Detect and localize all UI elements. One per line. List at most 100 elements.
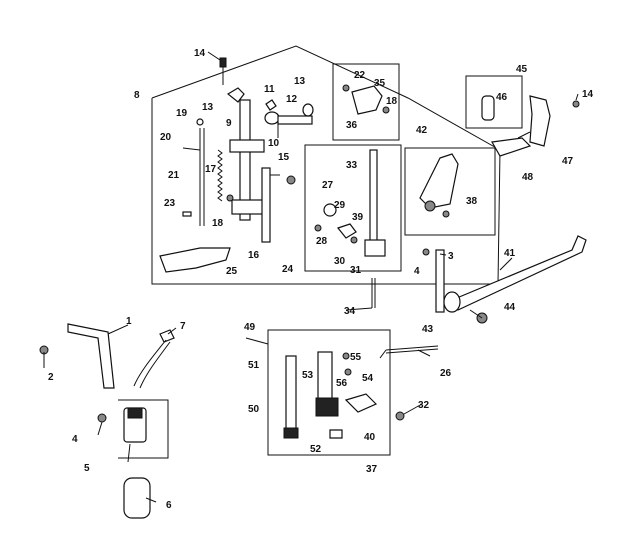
callout-31: 31 xyxy=(350,265,362,276)
arm-part-50 xyxy=(285,355,297,437)
callout-47: 47 xyxy=(562,156,574,167)
screw-part-4b xyxy=(97,413,107,423)
sleeve-part-46 xyxy=(481,95,495,121)
subgroup-35-box xyxy=(332,63,400,141)
callout-24: 24 xyxy=(282,264,294,275)
arm-part-16 xyxy=(261,167,271,243)
callout-35: 35 xyxy=(374,78,386,89)
callout-4-right: 4 xyxy=(414,266,420,277)
callout-49: 49 xyxy=(244,322,256,333)
shaft-part-33 xyxy=(369,149,378,251)
callout-4-left: 4 xyxy=(72,434,78,445)
callout-8: 8 xyxy=(134,90,140,101)
callout-14-top: 14 xyxy=(194,48,206,59)
subgroup-5-box xyxy=(118,399,169,459)
bar-part-9 xyxy=(239,99,251,221)
lever-part-47 xyxy=(529,95,551,147)
bracket-part-25 xyxy=(159,247,231,273)
callout-18-right: 18 xyxy=(386,96,398,107)
callout-17: 17 xyxy=(205,164,217,175)
lever-part-41 xyxy=(451,235,587,311)
callout-38: 38 xyxy=(466,196,478,207)
callout-11: 11 xyxy=(264,84,275,95)
subgroup-38-box xyxy=(404,147,496,236)
callout-51: 51 xyxy=(248,360,260,371)
callout-41: 41 xyxy=(504,248,516,259)
callout-46: 46 xyxy=(496,92,508,103)
parts xyxy=(39,57,587,519)
screw-part-32 xyxy=(395,411,405,421)
bracket-part-13 xyxy=(226,87,245,103)
callout-16: 16 xyxy=(248,250,260,261)
callout-14-right: 14 xyxy=(582,89,594,100)
callout-13-right: 13 xyxy=(294,76,306,87)
subgroup-45-box xyxy=(465,75,523,129)
callout-48: 48 xyxy=(522,172,534,183)
plate-part-40 xyxy=(344,393,378,413)
cable-wire xyxy=(133,339,167,387)
callout-43: 43 xyxy=(422,324,434,335)
bracket-part-35 xyxy=(351,85,383,115)
callout-26: 26 xyxy=(440,368,452,379)
wheel-part-44 xyxy=(443,291,461,313)
nut-part-18a xyxy=(226,194,234,202)
pin-part-23 xyxy=(182,211,192,217)
bracket-part-1 xyxy=(67,323,115,389)
callout-53: 53 xyxy=(302,370,314,381)
rod-part-43 xyxy=(385,345,439,351)
callout-36: 36 xyxy=(346,120,358,131)
link-part-48 xyxy=(491,137,532,157)
screw-part-14 xyxy=(219,57,227,68)
callout-28: 28 xyxy=(316,236,328,247)
callout-labels: 1 2 3 4 4 5 6 7 8 9 10 11 12 13 13 14 14… xyxy=(48,48,594,511)
callout-10: 10 xyxy=(268,138,280,149)
callout-13-left: 13 xyxy=(202,102,214,113)
callout-25: 25 xyxy=(226,266,238,277)
callout-15: 15 xyxy=(278,152,290,163)
callout-22: 22 xyxy=(354,70,366,81)
cap-part-6 xyxy=(123,477,151,519)
callout-30: 30 xyxy=(334,256,346,267)
callout-50: 50 xyxy=(248,404,260,415)
callout-32: 32 xyxy=(418,400,430,411)
callout-55: 55 xyxy=(350,352,362,363)
callout-37: 37 xyxy=(366,464,378,475)
callout-20: 20 xyxy=(160,132,172,143)
callout-40: 40 xyxy=(364,432,376,443)
bracket-part-38 xyxy=(419,153,459,209)
callout-6: 6 xyxy=(166,500,172,511)
post-part-3 xyxy=(435,249,445,313)
callout-56: 56 xyxy=(336,378,348,389)
callout-9: 9 xyxy=(226,118,232,129)
callout-2: 2 xyxy=(48,372,54,383)
callout-52: 52 xyxy=(310,444,322,455)
callout-7: 7 xyxy=(180,321,186,332)
callout-29: 29 xyxy=(334,200,346,211)
leader-lines xyxy=(43,51,579,503)
callout-19: 19 xyxy=(176,108,188,119)
callout-12: 12 xyxy=(286,94,298,105)
callout-42: 42 xyxy=(416,125,428,136)
subgroup-27-box xyxy=(304,144,402,272)
callout-21: 21 xyxy=(168,170,180,181)
collar-part-12 xyxy=(264,111,280,125)
screw-part-15 xyxy=(286,175,296,185)
callout-45: 45 xyxy=(516,64,528,75)
callout-44: 44 xyxy=(504,302,516,313)
callout-3: 3 xyxy=(448,251,454,262)
nut-part-13b xyxy=(302,103,314,117)
spring-part-17 xyxy=(217,149,223,202)
callout-39: 39 xyxy=(352,212,364,223)
gear-part-29 xyxy=(323,203,337,217)
connector-part-7 xyxy=(159,329,175,343)
callout-18-left: 18 xyxy=(212,218,224,229)
callout-54: 54 xyxy=(362,373,374,384)
callout-5: 5 xyxy=(84,463,90,474)
callout-23: 23 xyxy=(164,198,176,209)
callout-34: 34 xyxy=(344,306,356,317)
callout-33: 33 xyxy=(346,160,358,171)
shaft-part-11 xyxy=(265,99,277,111)
subgroup-49-box xyxy=(267,329,391,456)
callout-27: 27 xyxy=(322,180,334,191)
